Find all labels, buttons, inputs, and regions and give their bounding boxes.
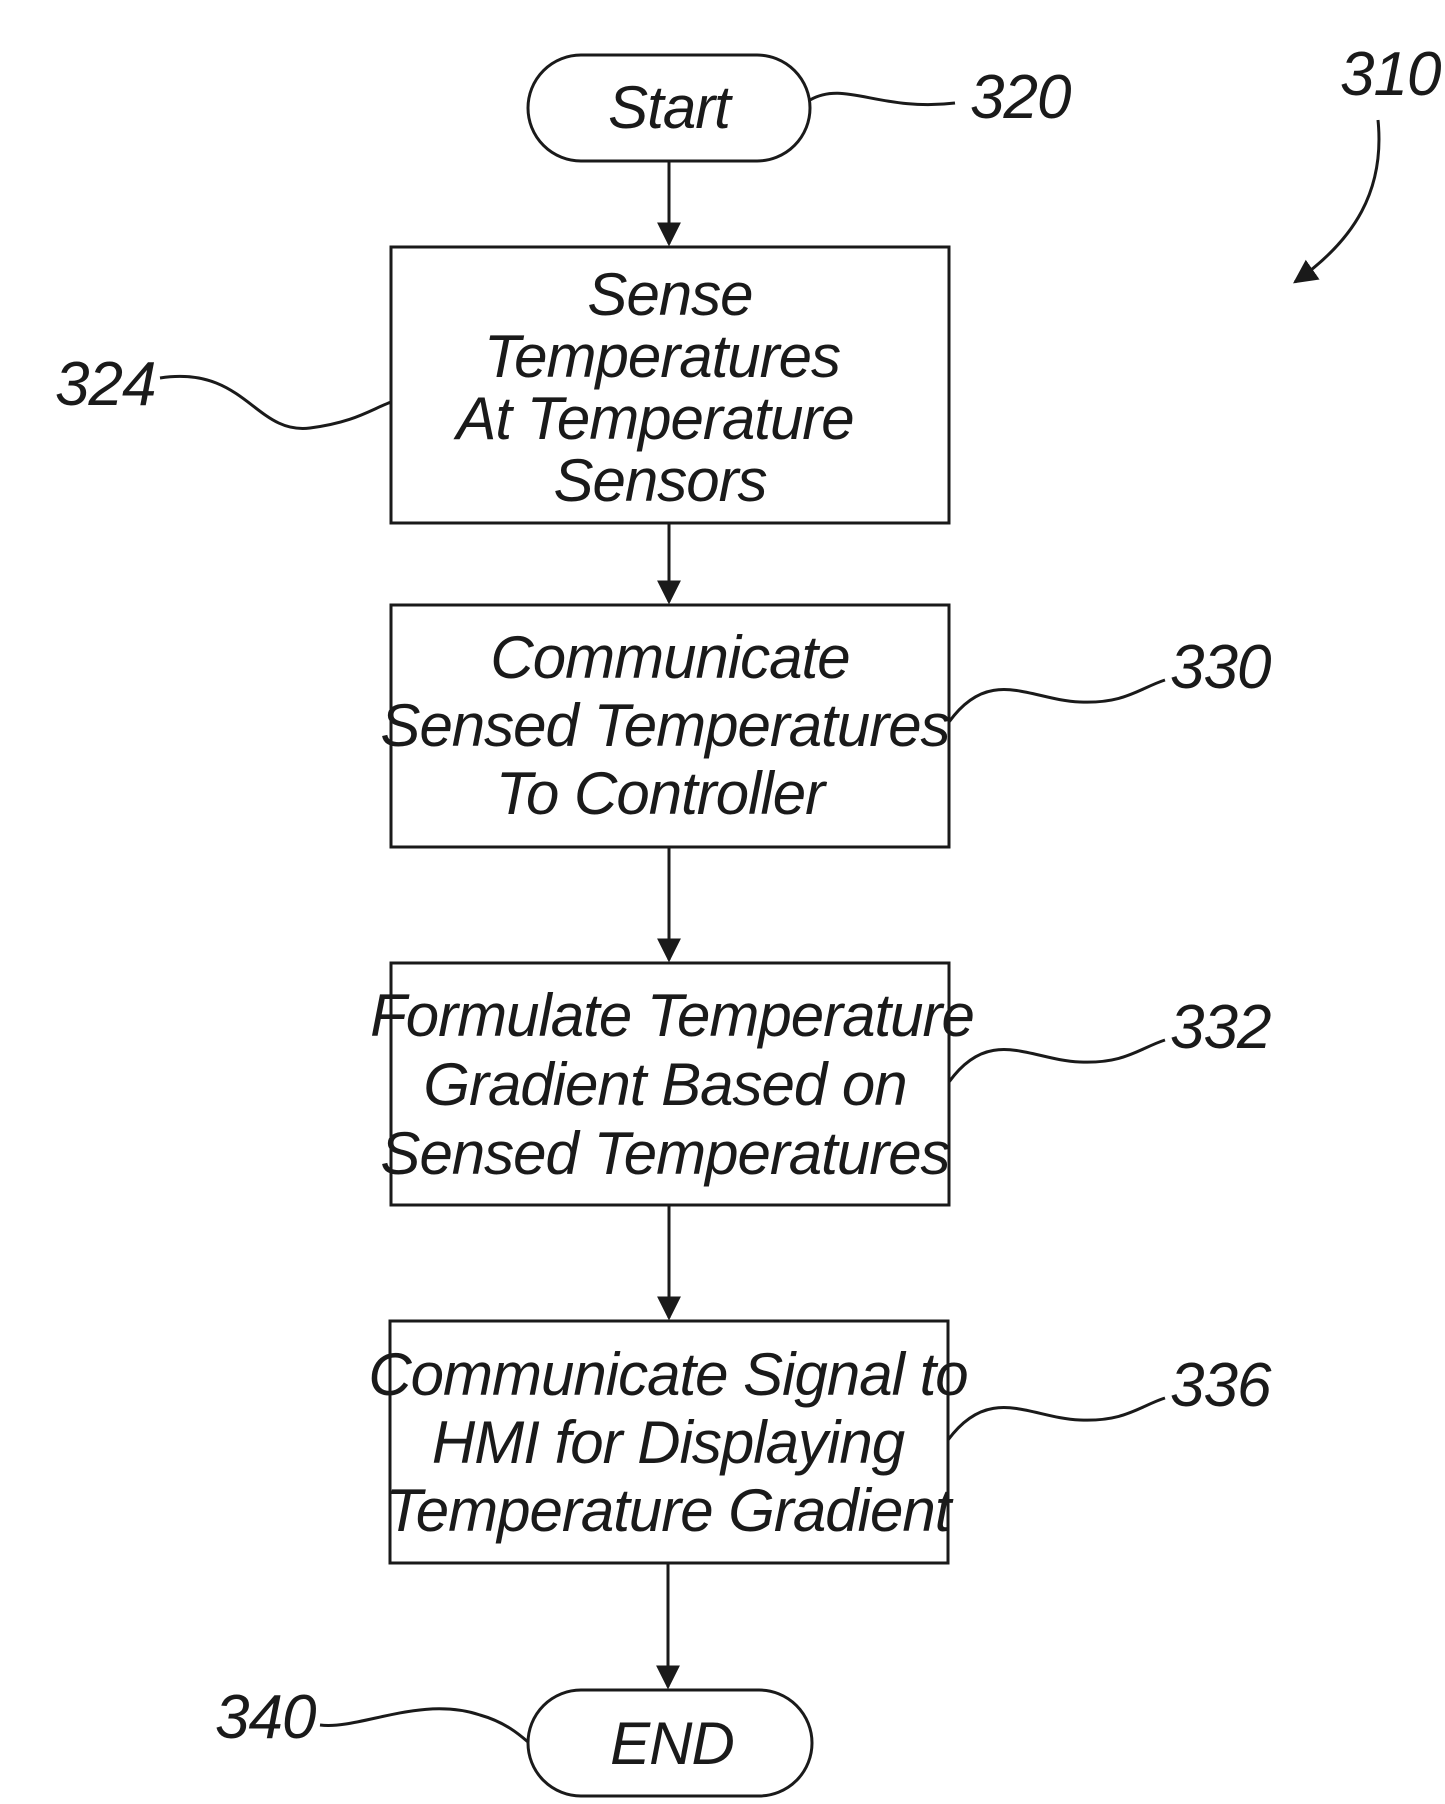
step-330-line-3: To Controller [496, 760, 827, 827]
start-ref-label: 320 [970, 63, 1071, 132]
start-ref-leader [810, 93, 955, 104]
step-332-line-1: Formulate Temperature [370, 982, 974, 1049]
start-terminal: Start [528, 55, 810, 161]
step-332-ref-leader [949, 1040, 1165, 1082]
step-332-line-2: Gradient Based on [423, 1051, 906, 1118]
end-terminal: END [528, 1690, 812, 1796]
end-label: END [610, 1710, 734, 1777]
figure-ref-pointer [1295, 120, 1379, 282]
step-330-line-1: Communicate [490, 624, 849, 691]
step-336-line-1: Communicate Signal to [368, 1341, 967, 1408]
step-324-ref-leader [160, 376, 391, 428]
step-332-box: Formulate Temperature Gradient Based on … [370, 963, 974, 1205]
step-336-line-3: Temperature Gradient [386, 1477, 954, 1544]
step-336-ref-leader [948, 1398, 1165, 1440]
step-336-line-2: HMI for Displaying [432, 1409, 905, 1476]
step-330-ref-label: 330 [1170, 633, 1271, 702]
step-330-box: Communicate Sensed Temperatures To Contr… [380, 605, 949, 847]
step-324-line-1: Sense [587, 261, 752, 328]
step-324-line-4: Sensors [553, 447, 766, 514]
step-336-ref-label: 336 [1170, 1351, 1272, 1420]
end-ref-leader [320, 1709, 528, 1742]
step-336-box: Communicate Signal to HMI for Displaying… [368, 1321, 967, 1563]
step-330-line-2: Sensed Temperatures [380, 692, 949, 759]
step-330-ref-leader [949, 680, 1165, 722]
step-324-box: Sense Temperatures At Temperature Sensor… [391, 247, 949, 523]
start-label: Start [608, 74, 733, 141]
step-332-ref-label: 332 [1170, 993, 1271, 1062]
step-324-line-2: Temperatures [484, 323, 840, 390]
step-332-line-3: Sensed Temperatures [380, 1120, 949, 1187]
step-324-line-3: At Temperature [453, 385, 853, 452]
step-324-ref-label: 324 [55, 350, 155, 419]
figure-ref-label: 310 [1340, 40, 1441, 109]
end-ref-label: 340 [215, 1683, 316, 1752]
